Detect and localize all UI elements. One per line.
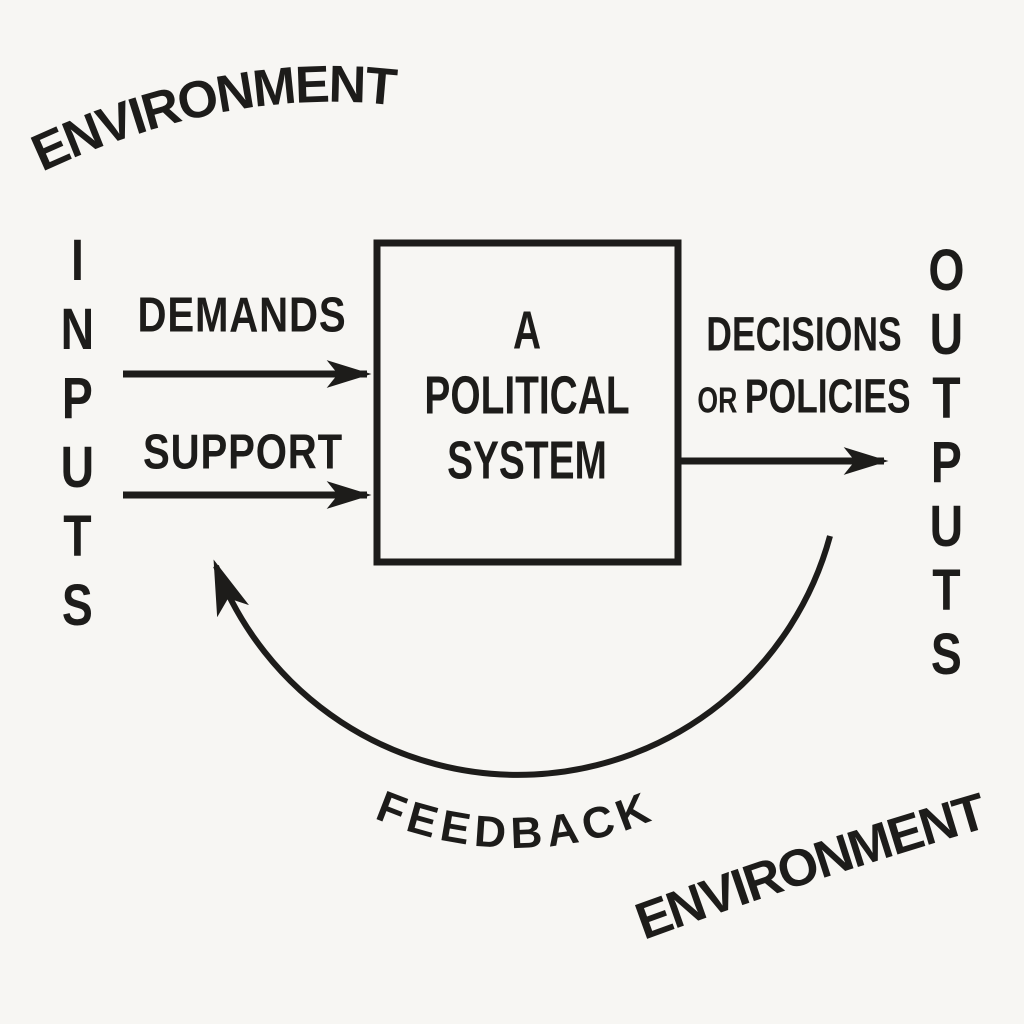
svg-text:ENVIRONMENT: ENVIRONMENT <box>23 56 399 183</box>
svg-text:ENVIRONMENT: ENVIRONMENT <box>628 782 993 951</box>
decisions-or: OR <box>697 379 738 421</box>
system-box <box>373 239 682 566</box>
svg-text:FEEDBACK: FEEDBACK <box>370 782 662 858</box>
decisions-policies: POLICIES <box>744 370 911 424</box>
feedback-label: FEEDBACK <box>370 782 656 858</box>
system-box-label: A POLITICAL SYSTEM <box>424 299 629 494</box>
system-box-line1: A <box>512 300 542 361</box>
environment-bottom-label: ENVIRONMENT <box>628 782 995 951</box>
environment-top-label: ENVIRONMENT <box>23 56 401 183</box>
system-box-line3: SYSTEM <box>447 430 607 491</box>
support-label: SUPPORT <box>143 425 343 480</box>
inputs-label: INPUTS <box>51 228 104 642</box>
demands-label: DEMANDS <box>137 288 347 343</box>
outputs-label: OUTPUTS <box>920 238 973 686</box>
decisions-line1: DECISIONS <box>706 308 902 362</box>
system-box-line2: POLITICAL <box>424 365 630 426</box>
feedback-arrow <box>213 535 833 778</box>
